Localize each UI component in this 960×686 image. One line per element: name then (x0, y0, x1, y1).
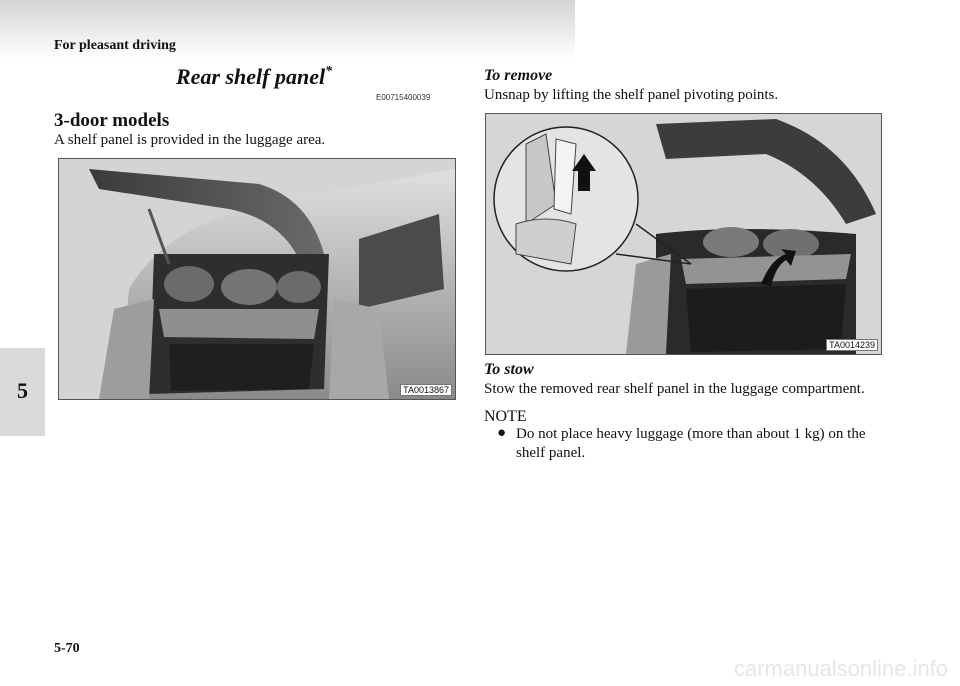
figure-3-door-luggage: TA0013867 (58, 158, 456, 400)
note-heading: NOTE (484, 408, 527, 425)
panel-removal-illustration (486, 114, 881, 354)
chapter-tab (0, 348, 45, 436)
page-number: 5-70 (54, 641, 80, 656)
watermark: carmanualsonline.info (733, 656, 948, 681)
figure-label-right: TA0014239 (826, 339, 878, 351)
page-title: Rear shelf panel* (176, 64, 332, 90)
car-rear-illustration (59, 159, 455, 399)
remove-heading: To remove (484, 67, 553, 84)
title-text: Rear shelf panel (176, 64, 326, 89)
note-bullet: ● (497, 425, 507, 441)
figure-label-left: TA0013867 (400, 384, 452, 396)
header-band (0, 0, 575, 60)
document-code: E00715400039 (376, 93, 431, 102)
figure-remove-panel: TA0014239 (485, 113, 882, 355)
stow-text: Stow the removed rear shelf panel in the… (484, 381, 865, 397)
title-asterisk: * (325, 64, 333, 79)
stow-heading: To stow (484, 361, 534, 378)
remove-text: Unsnap by lifting the shelf panel pivoti… (484, 87, 779, 103)
intro-text: A shelf panel is provided in the luggage… (54, 132, 326, 148)
note-text: Do not place heavy luggage (more than ab… (516, 426, 866, 461)
chapter-number: 5 (17, 378, 28, 403)
subheading-3-door: 3-door models (54, 110, 170, 131)
section-label: For pleasant driving (54, 38, 176, 53)
